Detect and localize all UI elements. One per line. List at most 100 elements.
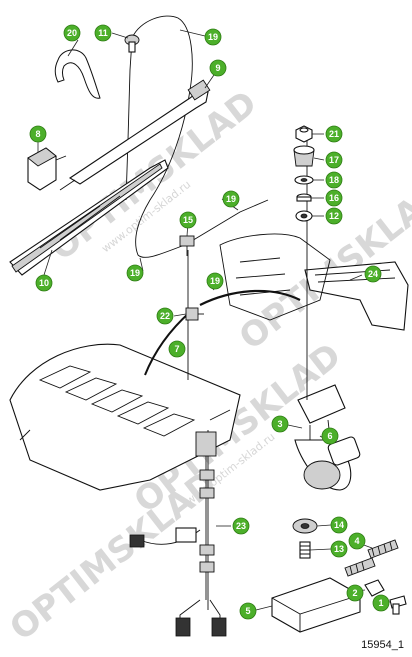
callout-marker xyxy=(126,264,144,282)
callout-marker xyxy=(232,517,250,535)
callout-marker xyxy=(204,28,222,46)
callout-marker xyxy=(325,151,343,169)
callout-19[interactable]: 19 xyxy=(222,190,240,208)
callout-marker xyxy=(168,340,186,358)
callout-label: 24 xyxy=(368,269,378,279)
callout-21[interactable]: 21 xyxy=(325,125,343,143)
wiper-arm xyxy=(59,79,211,191)
callout-label: 9 xyxy=(215,63,220,73)
callout-marker xyxy=(35,274,53,292)
callout-2[interactable]: 2 xyxy=(346,584,364,602)
callout-5[interactable]: 5 xyxy=(239,602,257,620)
callout-8[interactable]: 8 xyxy=(29,125,47,143)
callout-15[interactable]: 15 xyxy=(179,211,197,229)
callout-marker xyxy=(209,59,227,77)
mounting-bracket xyxy=(271,577,361,633)
drawing-number: 15954_1 xyxy=(361,639,404,651)
callout-label: 18 xyxy=(329,175,339,185)
callout-19[interactable]: 19 xyxy=(206,272,224,290)
callout-11[interactable]: 11 xyxy=(94,24,112,42)
callout-17[interactable]: 17 xyxy=(325,151,343,169)
callout-label: 22 xyxy=(160,311,170,321)
callout-marker xyxy=(29,125,47,143)
bellows-springs xyxy=(344,539,399,577)
callout-4[interactable]: 4 xyxy=(348,532,366,550)
washer-hose xyxy=(125,15,269,258)
callout-9[interactable]: 9 xyxy=(209,59,227,77)
cable-tie xyxy=(54,49,101,99)
callout-label: 5 xyxy=(245,606,250,616)
callout-label: 17 xyxy=(329,155,339,165)
callout-3[interactable]: 3 xyxy=(271,415,289,433)
wiring-harness xyxy=(129,430,227,637)
callout-label: 3 xyxy=(277,419,282,429)
fastener-stack xyxy=(293,125,315,222)
callout-6[interactable]: 6 xyxy=(321,427,339,445)
clip-and-bolt xyxy=(364,579,407,615)
callout-marker xyxy=(348,532,366,550)
callout-19[interactable]: 19 xyxy=(204,28,222,46)
callout-marker xyxy=(63,24,81,42)
callout-marker xyxy=(325,189,343,207)
washer-and-bolt xyxy=(292,518,318,559)
washer-jet xyxy=(185,307,204,321)
callout-23[interactable]: 23 xyxy=(232,517,250,535)
callout-12[interactable]: 12 xyxy=(325,207,343,225)
callout-20[interactable]: 20 xyxy=(63,24,81,42)
roof-trim-panel xyxy=(304,261,409,331)
callout-label: 14 xyxy=(334,520,344,530)
callout-marker xyxy=(325,125,343,143)
callout-marker xyxy=(94,24,112,42)
wiper-motor-assembly xyxy=(294,130,361,491)
callout-marker xyxy=(206,272,224,290)
callout-label: 19 xyxy=(226,194,236,204)
callout-marker xyxy=(321,427,339,445)
callout-label: 2 xyxy=(352,588,357,598)
callout-label: 4 xyxy=(354,536,359,546)
callout-label: 21 xyxy=(329,129,339,139)
callout-label: 12 xyxy=(329,211,339,221)
callout-label: 7 xyxy=(174,344,179,354)
callout-label: 13 xyxy=(334,544,344,554)
callout-label: 8 xyxy=(35,129,40,139)
callout-marker xyxy=(325,171,343,189)
callout-label: 19 xyxy=(210,276,220,286)
cab-body xyxy=(9,343,241,491)
callout-label: 15 xyxy=(183,215,193,225)
callout-7[interactable]: 7 xyxy=(168,340,186,358)
callout-label: 11 xyxy=(98,28,108,38)
callout-24[interactable]: 24 xyxy=(364,265,382,283)
callout-marker xyxy=(346,584,364,602)
callout-18[interactable]: 18 xyxy=(325,171,343,189)
callout-label: 19 xyxy=(130,268,140,278)
callout-marker xyxy=(330,540,348,558)
callout-label: 19 xyxy=(208,32,218,42)
callout-label: 16 xyxy=(329,193,339,203)
wiper-blade xyxy=(9,159,169,276)
callout-marker xyxy=(239,602,257,620)
tee-connector xyxy=(179,235,195,256)
watermark-brand: OPTIMSKLAD xyxy=(3,463,225,649)
callout-marker xyxy=(222,190,240,208)
callout-19[interactable]: 19 xyxy=(126,264,144,282)
cab-roof-frame xyxy=(219,233,331,321)
callout-label: 20 xyxy=(67,28,77,38)
callout-marker xyxy=(179,211,197,229)
callout-10[interactable]: 10 xyxy=(35,274,53,292)
callout-13[interactable]: 13 xyxy=(330,540,348,558)
callout-label: 10 xyxy=(39,278,49,288)
callout-marker xyxy=(364,265,382,283)
callout-marker xyxy=(330,516,348,534)
callout-marker xyxy=(372,594,390,612)
callout-marker xyxy=(325,207,343,225)
callout-14[interactable]: 14 xyxy=(330,516,348,534)
callout-label: 23 xyxy=(236,521,246,531)
callout-22[interactable]: 22 xyxy=(156,307,174,325)
callout-label: 1 xyxy=(378,598,383,608)
arm-cover xyxy=(27,147,67,191)
callout-marker xyxy=(156,307,174,325)
callout-16[interactable]: 16 xyxy=(325,189,343,207)
callout-marker xyxy=(271,415,289,433)
callout-1[interactable]: 1 xyxy=(372,594,390,612)
